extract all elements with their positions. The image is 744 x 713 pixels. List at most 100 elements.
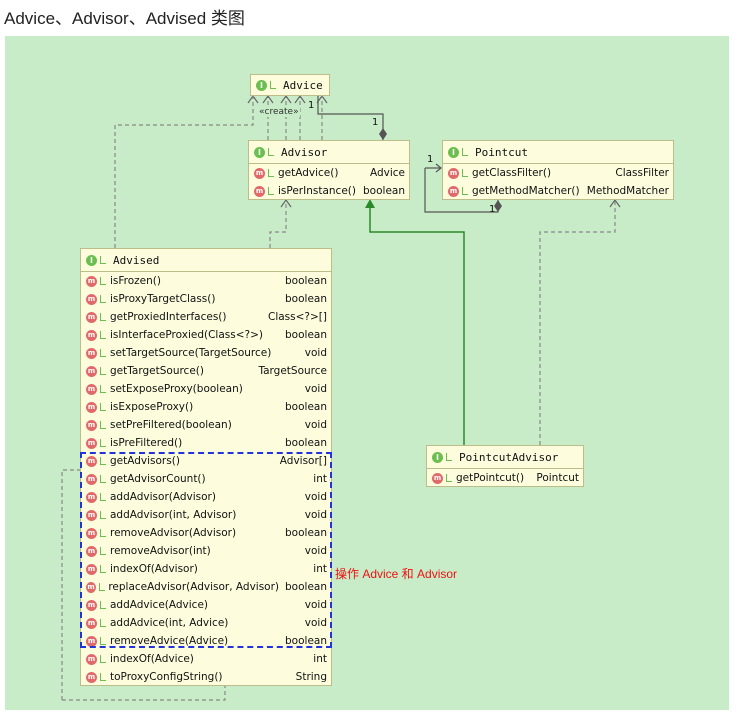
public-visibility-icon	[98, 582, 106, 592]
advisor-operations-highlight	[80, 452, 332, 648]
annotation-label: 操作 Advice 和 Advisor	[335, 567, 458, 581]
public-visibility-icon	[99, 600, 106, 610]
method-name: getAdvice()	[278, 167, 339, 179]
method-return-type: boolean	[285, 401, 327, 413]
interface-name: Pointcut	[475, 145, 528, 159]
public-visibility-icon	[99, 420, 106, 430]
method-name: getAdvisorCount()	[110, 473, 206, 485]
public-visibility-icon	[99, 564, 106, 574]
method-name: getPointcut()	[456, 472, 525, 484]
interface-icon: I	[256, 79, 267, 91]
arrow-heads-advice	[247, 94, 328, 104]
interface-name: PointcutAdvisor	[459, 450, 559, 464]
public-visibility-icon	[99, 492, 106, 502]
method-icon: m	[86, 491, 97, 503]
public-visibility-icon	[99, 510, 106, 520]
multiplicity-label: 1	[427, 154, 434, 165]
public-visibility-icon	[267, 168, 274, 178]
multiplicity-label: 1	[489, 204, 496, 215]
method-return-type: void	[304, 545, 327, 557]
method-icon: m	[86, 671, 97, 683]
advisor-extends-advice-edges	[267, 96, 301, 140]
public-visibility-icon	[461, 168, 468, 178]
advised-to-advice-edge	[61, 96, 254, 700]
method-icon: m	[86, 473, 97, 485]
method-return-type: boolean	[285, 527, 327, 539]
public-visibility-icon	[99, 348, 106, 358]
method-name: setExposeProxy(boolean)	[110, 383, 243, 395]
method-name: getTargetSource()	[110, 365, 204, 377]
method-name: addAdvice(Advice)	[110, 599, 209, 611]
public-visibility-icon	[99, 276, 106, 286]
public-visibility-icon	[99, 384, 106, 394]
method-name: addAdvisor(int, Advisor)	[110, 509, 237, 521]
public-visibility-icon	[99, 438, 106, 448]
public-visibility-icon	[99, 618, 106, 628]
method-icon: m	[448, 185, 459, 197]
method-icon: m	[86, 653, 97, 665]
interface-icon: I	[432, 451, 443, 463]
interface-name: Advisor	[281, 145, 328, 159]
method-icon: m	[86, 545, 97, 557]
method-return-type: int	[313, 473, 327, 485]
public-visibility-icon	[99, 255, 106, 265]
method-icon: m	[254, 185, 265, 197]
method-name: indexOf(Advice)	[110, 653, 194, 665]
method-return-type: void	[304, 599, 327, 611]
method-icon: m	[254, 167, 265, 179]
interface-icon: I	[86, 254, 97, 266]
page-title: Advice、Advisor、Advised 类图	[4, 9, 245, 28]
method-name: removeAdvisor(Advisor)	[110, 527, 237, 539]
advice-interface-box[interactable]: I Advice	[250, 74, 330, 96]
public-visibility-icon	[99, 528, 106, 538]
create-stereotype-label: «create»	[258, 107, 300, 117]
method-name: isInterfaceProxied(Class<?>)	[110, 329, 263, 341]
method-row[interactable]: m getAdvisorCount() int	[81, 470, 331, 488]
method-return-type: ClassFilter	[615, 167, 669, 179]
method-icon: m	[86, 437, 97, 449]
method-return-type: boolean	[285, 329, 327, 341]
public-visibility-icon	[445, 452, 452, 462]
method-name: isFrozen()	[110, 275, 161, 287]
method-name: isProxyTargetClass()	[110, 293, 216, 305]
method-return-type: void	[304, 383, 327, 395]
method-icon: m	[86, 455, 97, 467]
method-return-type: Pointcut	[536, 472, 579, 484]
interface-icon: I	[448, 146, 459, 158]
interface-name: Advised	[113, 253, 160, 267]
